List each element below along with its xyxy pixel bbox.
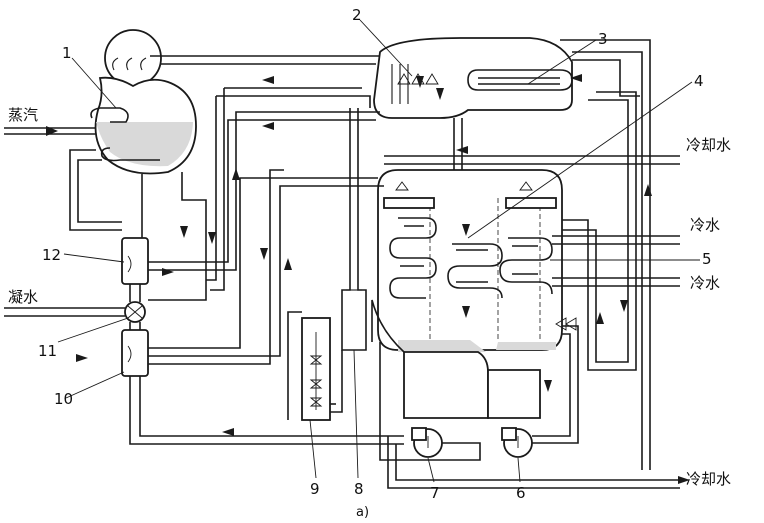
label-6: 6 [516,484,526,502]
label-chilled-water-2: 冷水 [690,274,720,292]
condenser-vessel [373,37,573,119]
steam-trap-11 [124,301,146,323]
flow-arrows [76,74,690,484]
label-cooling-water-out: 冷却水 [686,136,731,154]
label-chilled-water-1: 冷水 [690,216,720,234]
steam-inlet [4,126,96,136]
label-12: 12 [42,246,61,264]
figure-caption: a) [356,505,369,520]
label-11: 11 [38,342,57,360]
column-9 [301,317,331,421]
pump-6 [501,427,533,458]
label-1: 1 [62,44,72,62]
label-9: 9 [310,480,320,498]
label-4: 4 [694,72,704,90]
pump-7 [411,427,443,458]
label-cooling-water-in: 冷却水 [686,470,731,488]
generator-vessel [90,29,197,175]
label-condensate: 凝水 [8,288,38,306]
label-2: 2 [352,6,362,24]
leader-lines [57,19,700,483]
label-steam: 蒸汽 [8,106,38,124]
label-7: 7 [430,484,440,502]
heat-exchanger-10 [121,329,149,377]
label-3: 3 [598,30,608,48]
heat-exchanger-12 [121,237,149,285]
label-5: 5 [702,250,712,268]
standpipe-8 [341,108,367,351]
label-10: 10 [54,390,73,408]
condenser-coil [467,59,640,97]
evaporator-absorber-shell [377,169,563,352]
label-8: 8 [354,480,364,498]
sumps [403,351,541,419]
